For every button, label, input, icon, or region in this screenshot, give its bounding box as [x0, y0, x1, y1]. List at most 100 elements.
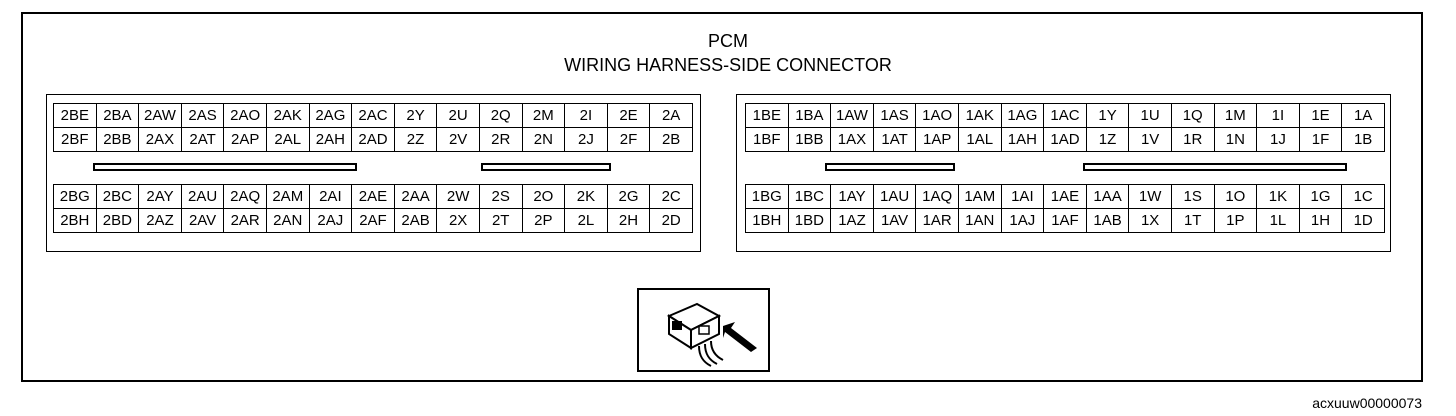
pin-cell: 1AD — [1043, 127, 1087, 152]
pin-cell: 1M — [1213, 103, 1258, 128]
pin-cell: 2AT — [180, 127, 225, 152]
pin-cell: 1B — [1341, 127, 1385, 152]
pin-cell: 2BB — [95, 127, 140, 152]
pin-cell: 2AH — [308, 127, 353, 152]
pin-cell: 2AM — [265, 184, 310, 209]
pin-cell: 1Y — [1085, 103, 1130, 128]
title-connector: WIRING HARNESS-SIDE CONNECTOR — [564, 55, 892, 75]
pin-cell: 1AJ — [1000, 208, 1045, 233]
pin-cell: 2G — [606, 184, 651, 209]
diagram-frame — [21, 12, 1423, 382]
pin-cell: 2AY — [138, 184, 182, 209]
pin-cell: 2AD — [351, 127, 395, 152]
pin-cell: 2AE — [351, 184, 395, 209]
pin-cell: 1AK — [957, 103, 1002, 128]
pin-cell: 2AG — [308, 103, 353, 128]
pin-cell: 2P — [521, 208, 566, 233]
pin-cell: 1Z — [1085, 127, 1130, 152]
pin-cell: 1G — [1298, 184, 1343, 209]
connector-view-arrow-icon — [637, 288, 770, 372]
pin-cell: 2W — [436, 184, 480, 209]
pin-cell: 2J — [564, 127, 608, 152]
pin-cell: 2S — [478, 184, 523, 209]
pin-cell: 1AO — [915, 103, 959, 128]
pin-cell: 1AB — [1085, 208, 1130, 233]
pin-cell: 2AL — [265, 127, 310, 152]
pin-cell: 1BG — [745, 184, 789, 209]
pin-cell: 1AV — [872, 208, 917, 233]
pin-cell: 2A — [649, 103, 693, 128]
pin-cell: 1AU — [872, 184, 917, 209]
pin-cell: 1E — [1298, 103, 1343, 128]
connector-1-slot-right — [1083, 163, 1347, 171]
pin-cell: 2C — [649, 184, 693, 209]
pin-cell: 2U — [436, 103, 480, 128]
pin-cell: 1AS — [872, 103, 917, 128]
pin-cell: 1L — [1256, 208, 1300, 233]
pin-cell: 1AH — [1000, 127, 1045, 152]
pin-cell: 2N — [521, 127, 566, 152]
pin-cell: 1AA — [1085, 184, 1130, 209]
figure-code: acxuuw00000073 — [1312, 395, 1422, 411]
pin-cell: 1W — [1128, 184, 1172, 209]
connector-2-slot-left — [93, 163, 357, 171]
pin-cell: 1F — [1298, 127, 1343, 152]
pin-cell: 2AK — [265, 103, 310, 128]
pin-cell: 1BE — [745, 103, 789, 128]
pin-cell: 2AV — [180, 208, 225, 233]
pin-cell: 2BF — [53, 127, 97, 152]
pin-cell: 2BE — [53, 103, 97, 128]
pin-cell: 2BC — [95, 184, 140, 209]
pin-cell: 2O — [521, 184, 566, 209]
pin-cell: 2AP — [223, 127, 267, 152]
pin-cell: 2L — [564, 208, 608, 233]
pin-cell: 2R — [478, 127, 523, 152]
pin-cell: 1D — [1341, 208, 1385, 233]
pin-cell: 2AX — [138, 127, 182, 152]
pin-cell: 1AC — [1043, 103, 1087, 128]
pin-cell: 2I — [564, 103, 608, 128]
pin-cell: 2Y — [393, 103, 438, 128]
pin-cell: 2AI — [308, 184, 353, 209]
pin-cell: 1AQ — [915, 184, 959, 209]
pin-cell: 1AF — [1043, 208, 1087, 233]
pin-cell: 2T — [478, 208, 523, 233]
pin-cell: 1C — [1341, 184, 1385, 209]
pin-cell: 2AC — [351, 103, 395, 128]
pin-cell: 1AZ — [830, 208, 874, 233]
pin-cell: 2BG — [53, 184, 97, 209]
pin-cell: 1BD — [787, 208, 832, 233]
pin-cell: 1K — [1256, 184, 1300, 209]
pin-cell: 2E — [606, 103, 651, 128]
pin-cell: 2AU — [180, 184, 225, 209]
pin-cell: 2AJ — [308, 208, 353, 233]
pin-cell: 1R — [1170, 127, 1215, 152]
pin-cell: 1BC — [787, 184, 832, 209]
connector-1-slot-left — [825, 163, 955, 171]
pin-cell: 2AW — [138, 103, 182, 128]
pin-cell: 1AI — [1000, 184, 1045, 209]
pin-cell: 1BB — [787, 127, 832, 152]
pin-cell: 2AQ — [223, 184, 267, 209]
pin-cell: 1AP — [915, 127, 959, 152]
pin-cell: 1I — [1256, 103, 1300, 128]
title-pcm: PCM — [708, 31, 748, 51]
pin-cell: 1H — [1298, 208, 1343, 233]
pin-cell: 1J — [1256, 127, 1300, 152]
pin-cell: 2F — [606, 127, 651, 152]
pin-cell: 2AZ — [138, 208, 182, 233]
pin-cell: 1N — [1213, 127, 1258, 152]
pin-cell: 2Q — [478, 103, 523, 128]
pin-cell: 2H — [606, 208, 651, 233]
pin-cell: 2M — [521, 103, 566, 128]
